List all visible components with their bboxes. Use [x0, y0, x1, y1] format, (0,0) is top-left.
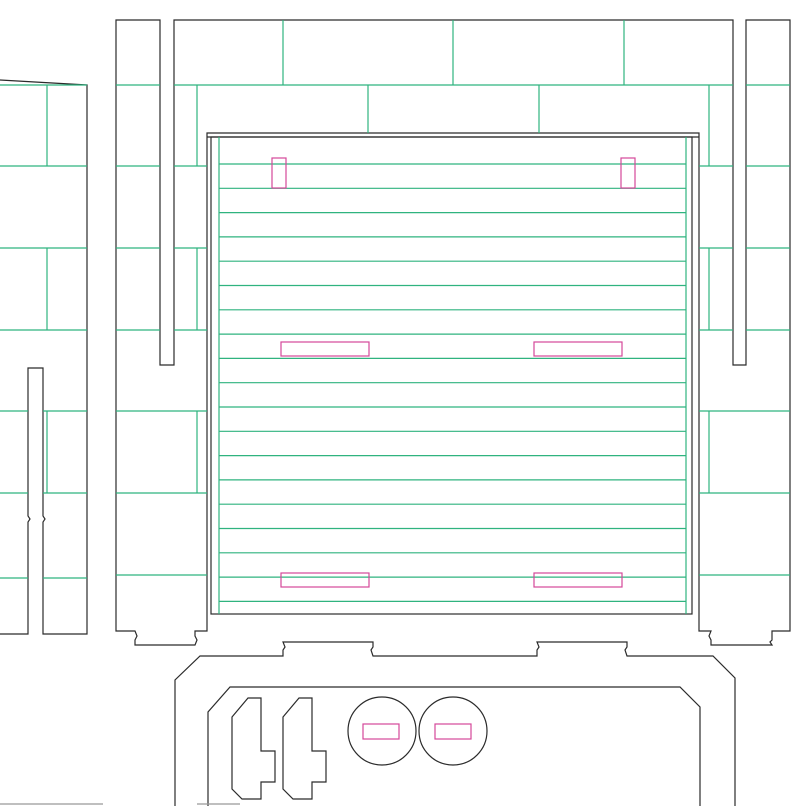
door-marker: [280, 572, 370, 588]
frame-outline: [115, 19, 791, 646]
clamp-piece-1: [231, 697, 276, 800]
door-marker: [271, 157, 287, 189]
door-markers: [271, 157, 636, 588]
round-piece-2: [418, 696, 488, 766]
bottom-outline: [174, 641, 736, 806]
left-panel: [0, 79, 88, 635]
door-marker: [533, 341, 623, 357]
left-panel-joints: [0, 84, 87, 579]
frame-panel: [115, 19, 791, 646]
bottom-inner-outline: [207, 686, 701, 806]
round-marker-2: [434, 723, 472, 740]
door-slats: [218, 137, 687, 614]
door-marker: [620, 157, 636, 189]
bottom-panel: [0, 641, 736, 806]
door-marker: [280, 341, 370, 357]
door-marker: [533, 572, 623, 588]
round-marker-1: [362, 723, 400, 740]
left-panel-outline: [0, 79, 88, 635]
frame-brick-joints: [116, 20, 790, 576]
clamp-piece-2: [282, 697, 327, 800]
door-panel: [207, 136, 699, 615]
door-leaf: [210, 136, 693, 615]
round-piece-1: [347, 696, 417, 766]
